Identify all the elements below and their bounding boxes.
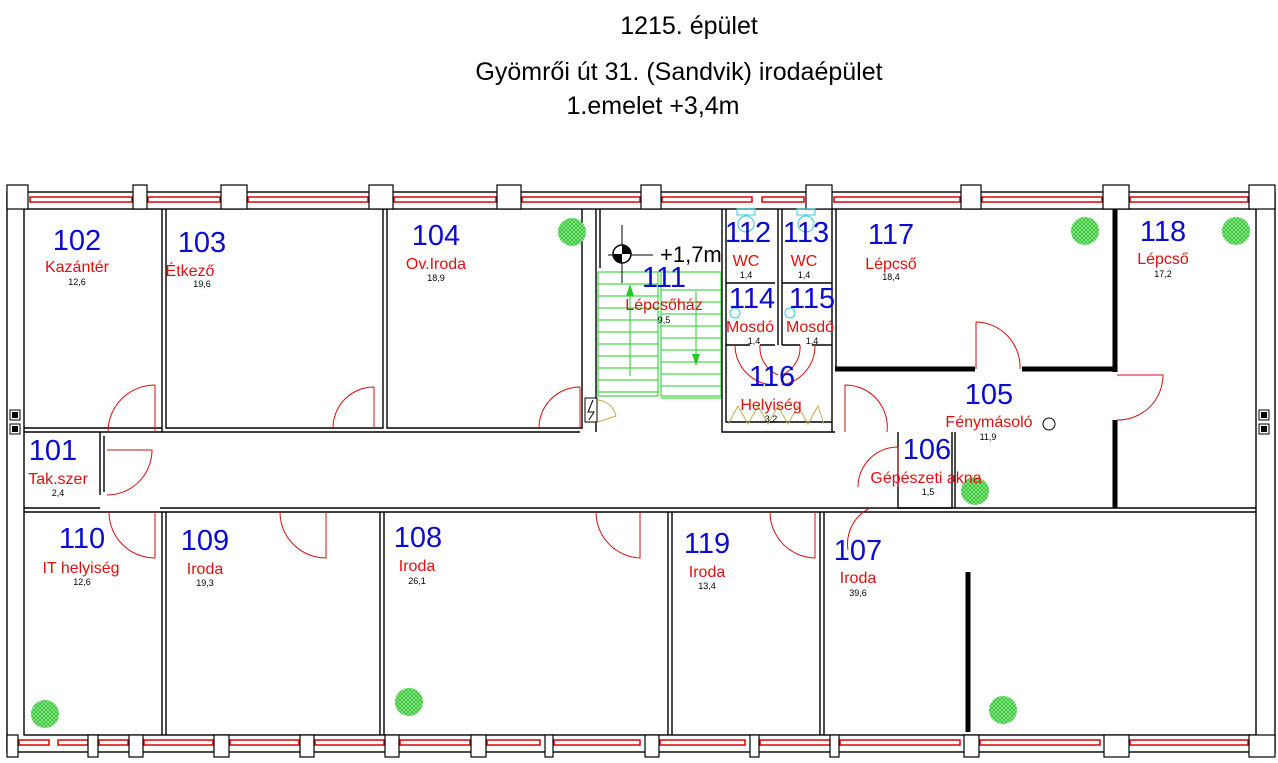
room-name: Iroda bbox=[689, 564, 726, 581]
address-title: Gyömrői út 31. (Sandvik) irodaépület bbox=[475, 58, 883, 86]
room-number: 117 bbox=[868, 219, 914, 251]
room-number: 112 bbox=[725, 217, 771, 249]
room-area: 18,4 bbox=[882, 272, 900, 282]
room-number: 107 bbox=[834, 535, 882, 567]
room-name: Iroda bbox=[399, 558, 436, 575]
cabinet-icon bbox=[727, 404, 825, 426]
stairs bbox=[597, 271, 722, 399]
room-area: 12,6 bbox=[68, 277, 86, 287]
room-number: 114 bbox=[729, 283, 775, 315]
room-area: 17,2 bbox=[1154, 269, 1172, 279]
plant-icon bbox=[989, 696, 1017, 724]
plant-icon bbox=[31, 700, 59, 728]
room-area: 19,3 bbox=[196, 578, 214, 588]
room-name: Lépcső bbox=[865, 256, 917, 273]
room-area: 1,4 bbox=[798, 270, 811, 280]
room-name: Kazántér bbox=[45, 259, 110, 276]
room-area: 9,5 bbox=[658, 315, 671, 325]
floor-title: 1.emelet +3,4m bbox=[566, 92, 740, 120]
room-name: Iroda bbox=[187, 561, 224, 578]
room-area: 18,9 bbox=[427, 273, 445, 283]
room-number: 113 bbox=[783, 217, 829, 249]
room-number: 115 bbox=[789, 283, 835, 315]
plant-icon bbox=[961, 477, 989, 505]
toilet-fixtures bbox=[729, 208, 816, 319]
room-number: 102 bbox=[53, 225, 101, 257]
plant-icon bbox=[1071, 217, 1099, 245]
room-area: 11,9 bbox=[980, 432, 997, 442]
room-number: 108 bbox=[394, 522, 442, 554]
room-number: 104 bbox=[412, 220, 460, 252]
room-name: IT helyiség bbox=[42, 560, 119, 577]
room-name: Lépcsőház bbox=[625, 297, 702, 314]
room-name: Fénymásoló bbox=[945, 414, 1032, 431]
room-area: 1,4 bbox=[740, 270, 753, 280]
room-name: Ov.Iroda bbox=[406, 256, 466, 273]
room-name: Iroda bbox=[840, 570, 877, 587]
room-area: 1,4 bbox=[806, 336, 819, 346]
plant-icon bbox=[558, 218, 586, 246]
room-labels: 102Kazántér12,6103Étkező19,6104Ov.Iroda1… bbox=[28, 216, 1189, 598]
room-name: WC bbox=[733, 253, 760, 270]
doors bbox=[106, 321, 1164, 559]
room-number: 110 bbox=[59, 523, 105, 555]
room-number: 105 bbox=[965, 379, 1013, 411]
room-number: 106 bbox=[903, 434, 951, 466]
lamp-icon bbox=[1042, 417, 1056, 431]
room-name: Gépészeti akna bbox=[870, 470, 981, 487]
room-area: 26,1 bbox=[408, 576, 426, 586]
room-area: 39,6 bbox=[849, 588, 867, 598]
plant-icon bbox=[395, 688, 423, 716]
room-number: 119 bbox=[684, 528, 730, 560]
plant-icon bbox=[1222, 217, 1250, 245]
room-name: Helyiség bbox=[740, 397, 801, 414]
room-number: 118 bbox=[1140, 216, 1186, 248]
building-title: 1215. épület bbox=[620, 12, 758, 40]
room-name: Mosdó bbox=[726, 319, 774, 336]
wall-sockets bbox=[9, 409, 1270, 435]
room-number: 111 bbox=[642, 262, 686, 294]
room-area: 13,4 bbox=[698, 581, 716, 591]
room-name: Étkező bbox=[166, 261, 215, 280]
plants bbox=[31, 217, 1250, 728]
room-name: Lépcső bbox=[1137, 251, 1189, 268]
room-number: 103 bbox=[178, 227, 226, 259]
elevation-label: +1,7m bbox=[660, 242, 722, 267]
room-area: 3,2 bbox=[765, 414, 778, 424]
room-number: 109 bbox=[181, 525, 229, 557]
thick-walls bbox=[835, 209, 1118, 732]
room-area: 1,4 bbox=[748, 336, 761, 346]
electrical-panel-icon bbox=[584, 397, 617, 423]
windows bbox=[6, 184, 1276, 758]
room-name: WC bbox=[791, 253, 818, 270]
room-area: 19,6 bbox=[193, 279, 211, 289]
room-name: Tak.szer bbox=[28, 471, 88, 488]
room-number: 116 bbox=[749, 361, 795, 393]
elevation-marker-icon: +1,7m bbox=[608, 225, 722, 283]
room-number: 101 bbox=[29, 435, 77, 467]
room-area: 1,5 bbox=[922, 487, 935, 497]
room-area: 12,6 bbox=[73, 577, 91, 587]
room-area: 2,4 bbox=[52, 488, 65, 498]
room-name: Mosdó bbox=[786, 319, 834, 336]
